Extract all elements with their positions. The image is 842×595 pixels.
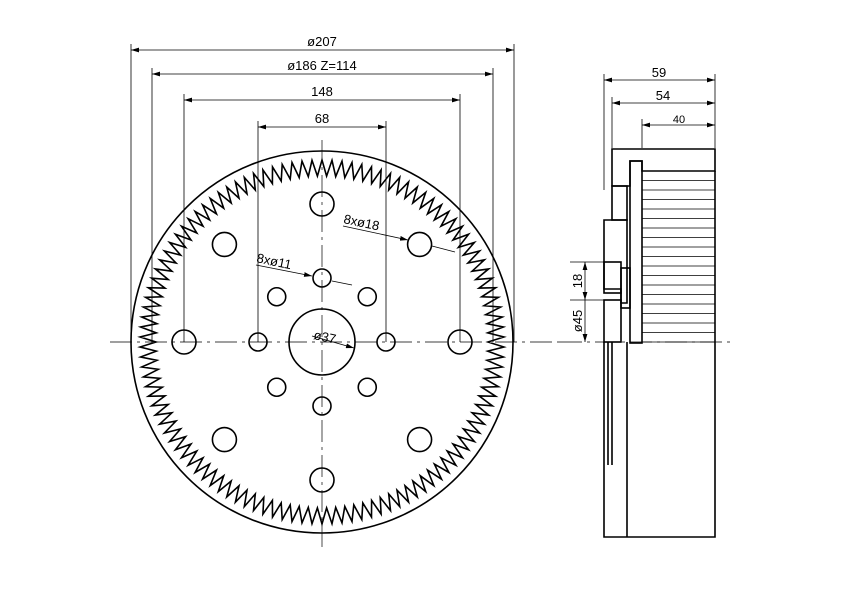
dim-40: 40: [673, 114, 685, 126]
dim-pitch: ø186 Z=114: [287, 58, 357, 73]
big-hole: [309, 467, 335, 493]
dimension-lines: [131, 47, 514, 349]
small-hole: [266, 377, 287, 398]
gear-teeth: [137, 157, 507, 527]
dim-small-holes: 8xø11: [255, 250, 293, 272]
extension-lines: [130, 44, 515, 342]
dim-68: 68: [315, 111, 329, 126]
cooling-fins: [642, 170, 716, 343]
small-hole: [357, 377, 378, 398]
holes: [171, 191, 473, 493]
small-hole: [312, 396, 332, 416]
big-hole: [406, 426, 433, 453]
front-view: ø207 ø186 Z=114 148 68 8xø18 8xø11 ø37: [110, 34, 560, 548]
small-hole: [312, 268, 332, 288]
bore-circle: [288, 308, 356, 376]
dim-59: 59: [652, 65, 666, 80]
dim-18: 18: [570, 274, 585, 288]
dim-54: 54: [656, 88, 670, 103]
big-hole: [406, 231, 433, 258]
big-hole: [211, 231, 238, 258]
big-hole: [309, 191, 335, 217]
big-hole: [211, 426, 238, 453]
dim-outer: ø207: [307, 34, 337, 49]
dim-45: ø45: [570, 310, 585, 332]
small-hole: [357, 286, 378, 307]
side-view: 59 54 40 18 ø45: [560, 65, 735, 538]
dim-148: 148: [311, 84, 333, 99]
dim-big-holes: 8xø18: [342, 211, 380, 233]
dim-bore: ø37: [312, 327, 337, 346]
small-hole: [266, 286, 287, 307]
lower-body: [603, 342, 716, 538]
